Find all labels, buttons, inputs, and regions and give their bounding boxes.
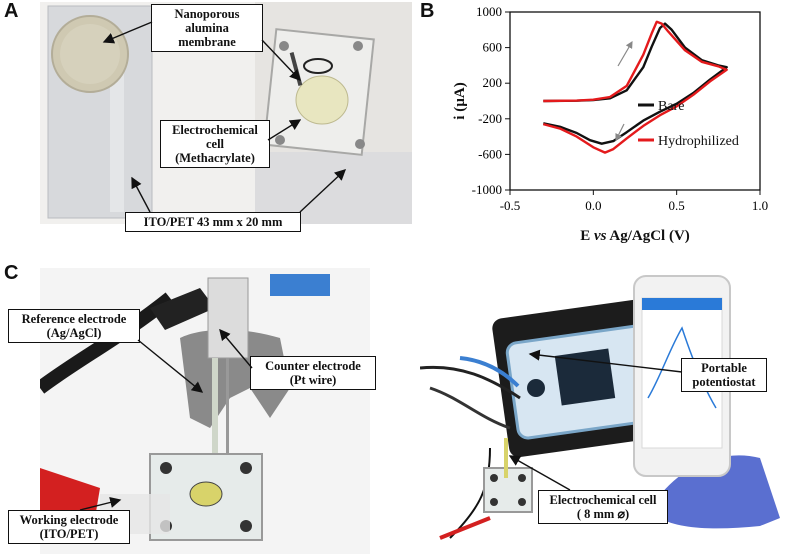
series-line-hydrophilized xyxy=(542,20,728,154)
legend: Bare Hydrophilized xyxy=(638,99,739,149)
panel-b-letter: B xyxy=(420,0,435,22)
callout-electrochemical-cell: Electrochemical cell (Methacrylate) xyxy=(160,120,270,168)
callout-ito-pet: ITO/PET 43 mm x 20 mm xyxy=(125,212,301,232)
panel-c-letter: C xyxy=(4,262,19,284)
y-tick-label: -600 xyxy=(478,146,502,161)
y-tick-label: 200 xyxy=(483,75,503,90)
panel-a-photo xyxy=(40,2,412,224)
callout-electrochemical-cell-8mm: Electrochemical cell ( 8 mm ⌀) xyxy=(538,490,668,524)
plot-frame xyxy=(509,11,761,191)
callout-reference-electrode: Reference electrode (Ag/AgCl) xyxy=(8,309,140,343)
x-tick-label: 0.0 xyxy=(585,198,601,213)
x-tick-label: 1.0 xyxy=(752,198,768,213)
x-axis-label: E vs Ag/AgCl (V) xyxy=(580,228,690,244)
callout-nanoporous-membrane: Nanoporous alumina membrane xyxy=(151,4,263,52)
reverse-scan-arrow xyxy=(615,123,625,142)
legend-label-hydrophilized: Hydrophilized xyxy=(658,134,739,149)
portable-setup-photo xyxy=(420,268,796,558)
panel-d-photo xyxy=(420,268,796,558)
x-tick-label: 0.5 xyxy=(669,198,685,213)
y-axis-label: i (µA) xyxy=(452,82,468,119)
y-tick-label: 600 xyxy=(483,40,503,55)
membrane-and-cell-photo xyxy=(40,2,412,224)
forward-scan-arrow xyxy=(617,40,633,67)
y-tick-label: -200 xyxy=(478,111,502,126)
callout-portable-potentiostat: Portable potentiostat xyxy=(681,358,767,392)
legend-label-bare: Bare xyxy=(658,99,684,114)
cyclic-voltammogram-chart: -0.5 0.0 0.5 1.0 -1000 -600 -200 200 600 1000 Bar… xyxy=(452,4,768,244)
callout-counter-electrode: Counter electrode (Pt wire) xyxy=(250,356,376,390)
y-tick-label: 1000 xyxy=(476,4,502,19)
callout-working-electrode: Working electrode (ITO/PET) xyxy=(8,510,130,544)
x-tick-label: -0.5 xyxy=(500,198,521,213)
y-tick-label: -1000 xyxy=(472,182,502,197)
panel-a-letter: A xyxy=(4,0,19,22)
series-line-bare xyxy=(543,22,728,145)
